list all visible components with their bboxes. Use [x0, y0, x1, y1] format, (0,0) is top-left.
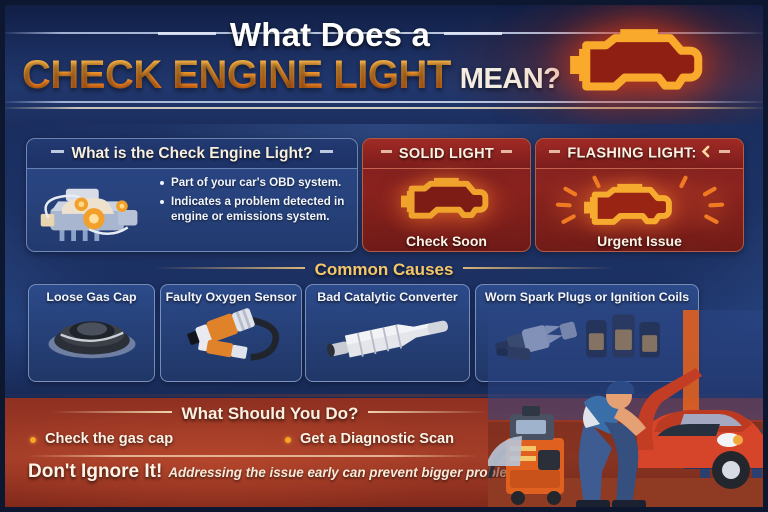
- solid-light-title: SOLID LIGHT: [398, 145, 495, 162]
- top-panels-row: What is the Check Engine Light?: [0, 132, 768, 257]
- title-tail-text: MEAN?: [459, 63, 561, 95]
- section-line-right: [463, 267, 614, 270]
- panel-dash-right: [319, 150, 333, 153]
- what-is-panel-body: Part of your car's OBD system. Indicates…: [27, 169, 357, 251]
- car-engine-icon: [27, 169, 155, 251]
- panel-dash-right: [718, 150, 730, 153]
- cause-label: Loose Gas Cap: [46, 290, 137, 304]
- mechanic-inspecting-car-illustration: [488, 310, 768, 512]
- cause-card-catalytic-converter: Bad Catalytic Converter: [305, 284, 470, 382]
- list-item: Indicates a problem detected in engine o…: [159, 195, 347, 224]
- flashing-light-title-wrap: FLASHING LIGHT:: [542, 145, 736, 162]
- panel-dash-right: [501, 150, 513, 153]
- flashing-light-body: Urgent Issue: [536, 169, 743, 251]
- solid-light-title-wrap: SOLID LIGHT: [374, 146, 519, 162]
- title-dash-right: [444, 32, 503, 36]
- title-line-1-text: What Does a: [229, 16, 431, 53]
- header-rule-top: [0, 32, 768, 34]
- check-engine-light-icon: [550, 22, 730, 108]
- flash-spark-icon: [699, 145, 712, 162]
- cause-card-oxygen-sensor: Faulty Oxygen Sensor: [160, 284, 302, 382]
- header-rule-bottom-1: [0, 101, 768, 103]
- what-is-panel: What is the Check Engine Light?: [26, 138, 358, 252]
- what-is-panel-header: What is the Check Engine Light?: [27, 139, 357, 169]
- solid-light-panel: SOLID LIGHT Check Soon: [362, 138, 531, 252]
- panel-dash-left: [549, 150, 561, 153]
- flashing-light-title: FLASHING LIGHT:: [567, 145, 697, 162]
- solid-light-header: SOLID LIGHT: [363, 139, 530, 169]
- header-rule-bottom-2: [0, 107, 768, 109]
- title-brand-text: CHECK ENGINE LIGHT: [22, 53, 451, 97]
- cause-label: Faulty Oxygen Sensor: [165, 290, 297, 304]
- what-is-bullet-list: Part of your car's OBD system. Indicates…: [155, 169, 357, 251]
- cause-card-gas-cap: Loose Gas Cap: [28, 284, 155, 382]
- section-line-left: [154, 267, 305, 270]
- warning-note-text: Addressing the issue early can prevent b…: [168, 465, 531, 480]
- what-to-do-title: What Should You Do?: [181, 404, 359, 423]
- body: What is the Check Engine Light?: [0, 124, 768, 398]
- what-to-do-title-wrap: What Should You Do?: [0, 404, 540, 424]
- what-is-panel-title: What is the Check Engine Light?: [71, 144, 313, 162]
- panel-dash-left: [380, 150, 392, 153]
- check-engine-light-icon: [388, 173, 506, 235]
- footer-divider: [0, 394, 768, 397]
- title-dash-left: [157, 32, 216, 36]
- oxygen-sensor-icon: [161, 304, 301, 368]
- panel-dash-left: [51, 150, 65, 153]
- warning-note: Don't Ignore It! Addressing the issue ear…: [28, 461, 531, 483]
- catalytic-converter-icon: [306, 304, 469, 368]
- flashing-light-header: FLASHING LIGHT:: [536, 139, 743, 169]
- footer-inner-divider: [28, 455, 478, 457]
- list-item: Check the gas cap: [30, 431, 285, 447]
- common-causes-title-wrap: Common Causes: [0, 260, 768, 280]
- list-item: Get a Diagnostic Scan: [285, 431, 454, 447]
- flashing-light-caption: Urgent Issue: [597, 233, 682, 249]
- common-causes-title: Common Causes: [314, 260, 454, 279]
- list-item: Part of your car's OBD system.: [159, 176, 347, 190]
- check-engine-light-flashing-icon: [550, 175, 730, 249]
- warning-note-strong: Don't Ignore It!: [28, 461, 163, 482]
- what-to-do-steps: Check the gas cap Get a Diagnostic Scan: [30, 431, 510, 447]
- solid-light-body: Check Soon: [363, 169, 530, 251]
- title-line-1: What Does a: [0, 16, 660, 54]
- flashing-light-panel: FLASHING LIGHT:: [535, 138, 744, 252]
- footer-line-right: [368, 411, 489, 414]
- what-is-panel-title-wrap: What is the Check Engine Light?: [44, 145, 339, 163]
- footer-line-left: [51, 411, 172, 414]
- cause-label: Worn Spark Plugs or Ignition Coils: [484, 290, 690, 304]
- cause-label: Bad Catalytic Converter: [317, 290, 458, 304]
- solid-light-caption: Check Soon: [406, 233, 487, 249]
- gas-cap-icon: [29, 304, 154, 368]
